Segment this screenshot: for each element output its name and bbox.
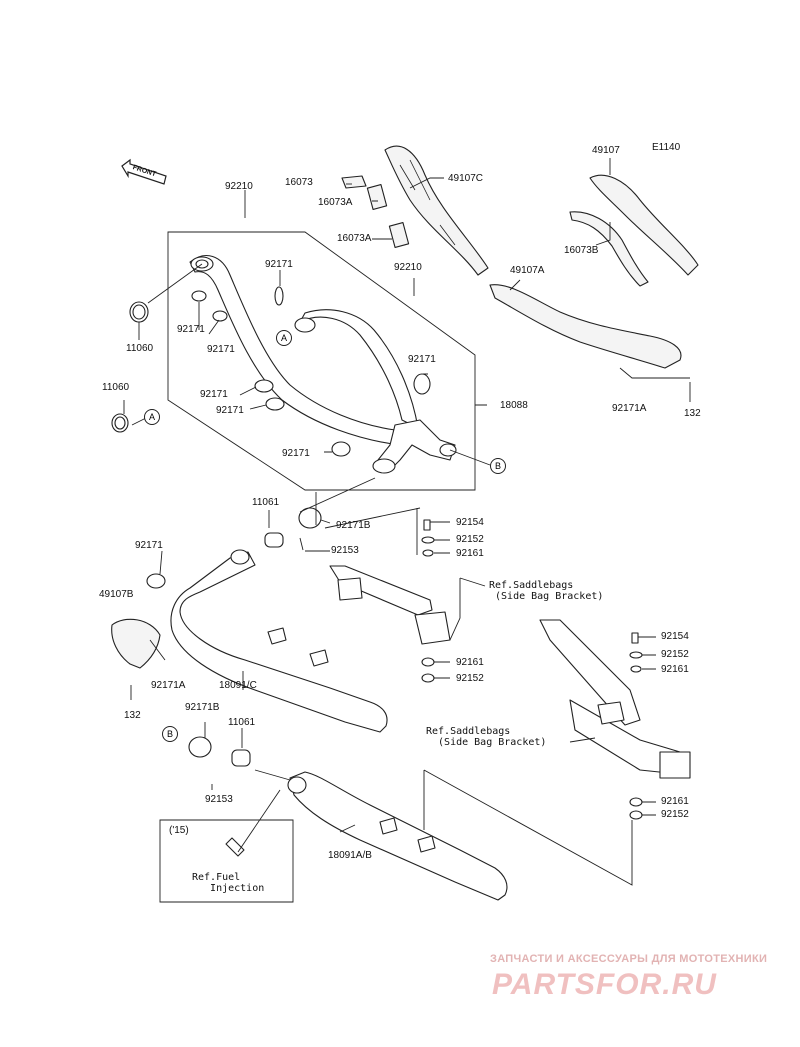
label-49107B: 49107B (99, 589, 134, 600)
muffler-18091AB (287, 771, 508, 901)
label-49107A: 49107A (510, 265, 545, 276)
label-92171A-b: 92171A (151, 680, 186, 691)
label-year-15: ('15) (169, 825, 189, 836)
gasket-11060-b (111, 413, 129, 433)
label-92153-a: 92153 (331, 545, 359, 556)
label-16073A-1: 16073A (318, 197, 353, 208)
label-92171A-a: 92171A (612, 403, 647, 414)
label-11060-b: 11060 (102, 382, 130, 393)
front-arrow-icon: FRONT (121, 158, 167, 185)
label-49107C: 49107C (448, 173, 484, 184)
label-92161-d: 92161 (661, 796, 689, 807)
label-92161-c: 92161 (661, 664, 689, 675)
diagram-code: E1140 (652, 142, 681, 153)
label-92171-a: 92171 (265, 259, 293, 270)
heat-shield-49107A (489, 284, 682, 369)
callout-b-1: B (490, 458, 506, 474)
label-92154-b: 92154 (661, 631, 689, 642)
joint-11061-a (264, 532, 284, 548)
label-92171-b: 92171 (177, 324, 205, 335)
label-92210-mid: 92210 (394, 262, 422, 273)
ref-saddlebags-upper: Ref.Saddlebags (Side Bag Bracket) (489, 580, 604, 602)
label-92154-a: 92154 (456, 517, 484, 528)
callout-a-1: A (276, 330, 292, 346)
leader-lines (123, 158, 691, 886)
label-16073B: 16073B (564, 245, 599, 256)
label-18091C: 18091/C (219, 680, 257, 691)
label-16073: 16073 (285, 177, 313, 188)
label-92171-h: 92171 (135, 540, 163, 551)
label-92171-e: 92171 (200, 389, 228, 400)
rear-exhaust-pipe (294, 309, 457, 474)
muffler-18091C (170, 549, 388, 733)
fasteners-right-stack-2 (629, 632, 643, 820)
label-92153-b: 92153 (205, 794, 233, 805)
heat-shield-16073B (569, 211, 649, 287)
frame-18088 (167, 231, 476, 491)
label-49107: 49107 (592, 145, 620, 156)
clamp-92171B-b (188, 736, 212, 758)
clamp-92171B-a (298, 507, 322, 551)
callout-b-2: B (162, 726, 178, 742)
joint-11061-b (231, 749, 251, 767)
label-92210-top: 92210 (225, 181, 253, 192)
shield-49107B (111, 618, 161, 669)
label-92152-a: 92152 (456, 534, 484, 545)
label-16073A-2: 16073A (337, 233, 372, 244)
label-18088: 18088 (500, 400, 528, 411)
watermark-tagline: ЗАПЧАСТИ И АКСЕССУАРЫ ДЛЯ МОТОТЕХНИКИ (490, 953, 768, 965)
label-11060-a: 11060 (126, 343, 154, 354)
label-92161-b: 92161 (456, 657, 484, 668)
label-92161-a: 92161 (456, 548, 484, 559)
label-132-b: 132 (124, 710, 141, 721)
ref-fuel-injection: Ref.Fuel Injection (192, 872, 265, 894)
label-11061-a: 11061 (252, 497, 280, 508)
label-132-a: 132 (684, 408, 701, 419)
shield-strips-16073A (341, 175, 410, 248)
label-92152-c: 92152 (661, 649, 689, 660)
fuel-injection-box (159, 819, 294, 903)
callout-a-2: A (144, 409, 160, 425)
label-92171B-b: 92171B (185, 702, 220, 713)
label-92171-f: 92171 (216, 405, 244, 416)
label-92171B-a: 92171B (336, 520, 371, 531)
watermark-logo: PARTSFOR.RU (492, 968, 717, 1001)
ref-saddlebags-lower: Ref.Saddlebags (Side Bag Bracket) (426, 726, 547, 748)
heat-shield-49107C (384, 145, 489, 276)
clamps-92171 (146, 286, 431, 589)
label-18091AB: 18091A/B (328, 850, 372, 861)
label-92171-d: 92171 (408, 354, 436, 365)
bracket-lower (539, 619, 691, 779)
label-92171-c: 92171 (207, 344, 235, 355)
bracket-upper (329, 565, 461, 645)
label-92171-g: 92171 (282, 448, 310, 459)
gasket-11060-a (129, 301, 149, 323)
label-92152-d: 92152 (661, 809, 689, 820)
label-92152-b: 92152 (456, 673, 484, 684)
heat-shield-49107 (589, 174, 699, 276)
label-11061-b: 11061 (228, 717, 256, 728)
